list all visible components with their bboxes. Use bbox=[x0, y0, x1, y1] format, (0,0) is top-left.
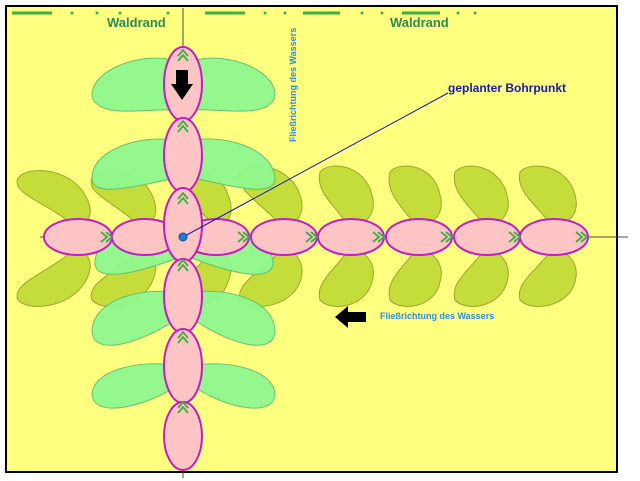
flow-direction-label-vertical: Fließrichtung des Wassers bbox=[288, 28, 298, 142]
vertical-core-ellipses bbox=[163, 46, 203, 471]
forest-edge-label-right: Waldrand bbox=[390, 15, 449, 30]
flow-direction-label-horizontal: Fließrichtung des Wassers bbox=[380, 311, 494, 321]
flow-arrow-left-icon bbox=[335, 306, 366, 328]
forest-edge-label-left: Waldrand bbox=[107, 15, 166, 30]
horizontal-core-ellipses bbox=[43, 218, 589, 256]
drill-point-marker bbox=[178, 232, 188, 242]
flow-arrow-down-icon bbox=[171, 70, 193, 100]
forest-edge-dashes bbox=[12, 11, 477, 15]
drill-point-pointer-line bbox=[182, 92, 449, 238]
planned-drill-point-label: geplanter Bohrpunkt bbox=[448, 81, 566, 95]
